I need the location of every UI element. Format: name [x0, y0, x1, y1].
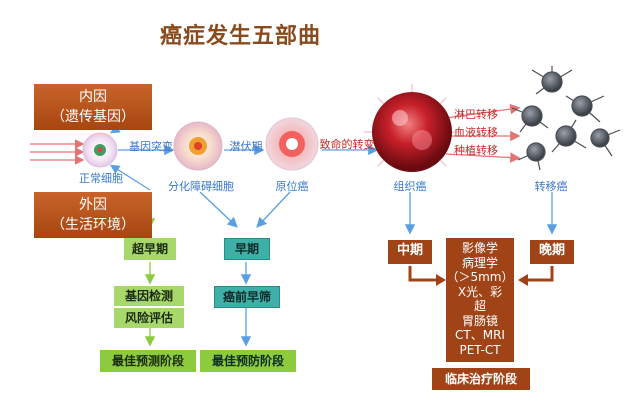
best-prevent-box: 最佳预防阶段 [200, 350, 296, 372]
precancer-screen-box: 癌前早筛 [214, 286, 280, 308]
blood-spread-label: 血液转移 [454, 126, 498, 139]
external-cause-box: 外因 （生活环境） [34, 192, 152, 238]
lymph-spread-label: 淋巴转移 [454, 108, 498, 121]
mutation-label: 基因突变 [129, 140, 173, 153]
best-predict-box: 最佳预测阶段 [100, 350, 196, 372]
clinical-method-xray: X光、彩 [457, 284, 503, 299]
internal-cause-detail: （遗传基因） [51, 109, 135, 125]
in-situ-cell-icon [265, 117, 319, 171]
fatal-change-label: 致命的转变 [319, 138, 375, 151]
clinical-method-pathology: 病理学 [461, 255, 498, 270]
gene-test-box: 基因检测 [114, 286, 184, 306]
metastatic-cells-icon [511, 66, 621, 171]
super-early-phase: 超早期 [124, 238, 176, 260]
clinical-stage-box: 临床治疗阶段 [432, 368, 530, 390]
clinical-method-size: （＞5mm） [446, 270, 514, 284]
internal-cause-title: 内因 [79, 89, 107, 105]
input-arrows [30, 139, 85, 165]
implant-spread-label: 种植转移 [454, 144, 498, 157]
clinical-methods-box: 影像学 病理学 （＞5mm） X光、彩 超 胃肠镜 CT、MRI PET-CT [446, 238, 514, 362]
external-cause-detail: （生活环境） [51, 217, 135, 233]
latency-label: 潜伏期 [229, 140, 263, 153]
late-phase: 晚期 [530, 240, 574, 264]
clinical-connectors [408, 266, 554, 286]
metastatic-label: 转移癌 [534, 180, 568, 193]
internal-cause-box: 内因 （遗传基因） [34, 84, 152, 130]
clinical-method-imaging: 影像学 [461, 241, 498, 255]
tissue-cancer-icon [364, 84, 460, 172]
external-cause-title: 外因 [79, 197, 107, 213]
tissue-cancer-label: 组织癌 [393, 180, 427, 193]
page-title: 癌症发生五部曲 [160, 24, 322, 49]
spread-arrows [445, 103, 521, 163]
clinical-method-ultrasound: 超 [473, 299, 486, 313]
normal-cell-icon [82, 132, 118, 168]
in-situ-label: 原位癌 [275, 180, 309, 193]
clinical-method-ct-mri: CT、MRI [455, 328, 505, 342]
dysplasia-cell-icon [173, 121, 223, 171]
dysplasia-label: 分化障碍细胞 [168, 180, 234, 193]
normal-cell-label: 正常细胞 [79, 172, 123, 185]
risk-eval-box: 风险评估 [114, 308, 184, 328]
early-phase: 早期 [224, 238, 270, 260]
mid-phase: 中期 [388, 240, 432, 264]
clinical-method-pet-ct: PET-CT [459, 342, 501, 357]
clinical-method-gastroscope: 胃肠镜 [461, 313, 498, 328]
